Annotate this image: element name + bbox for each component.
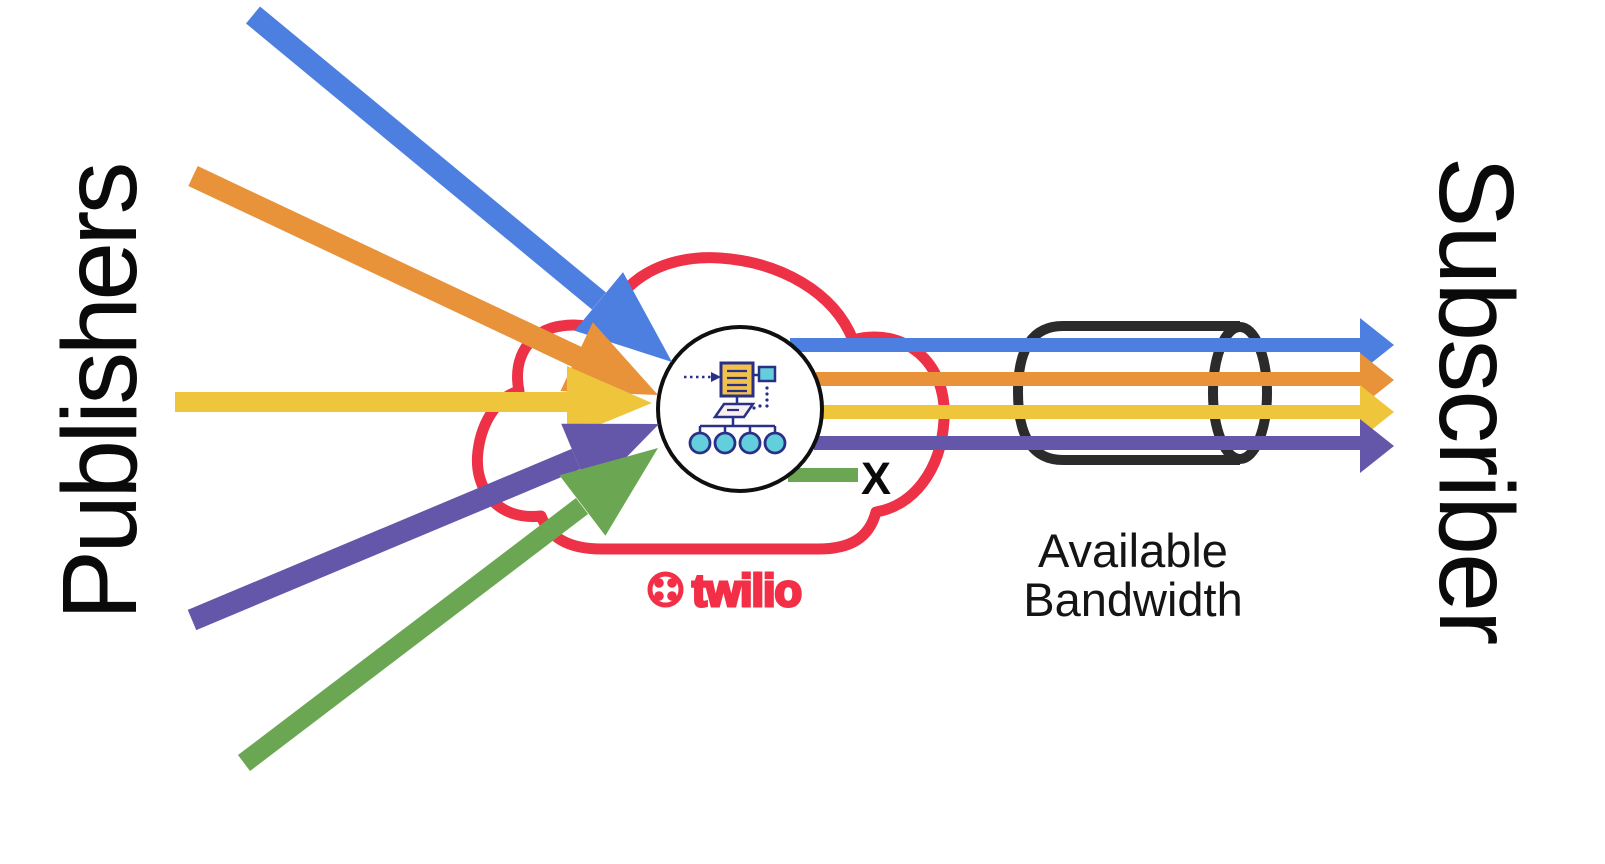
available-bandwidth-line2: Bandwidth	[1023, 573, 1243, 626]
publisher-arrow-orange-shaft	[188, 166, 582, 367]
publisher-arrow-blue	[245, 6, 672, 362]
sfu-icon-endpoint	[713, 431, 737, 455]
bandwidth-cylinder	[1012, 321, 1272, 465]
dropped-marker-x: X	[861, 453, 891, 504]
twilio-logo-dot	[654, 578, 664, 588]
publisher-arrows	[175, 6, 672, 771]
sfu-icon	[684, 361, 787, 455]
sfu-icon-input-arrowhead	[711, 372, 721, 382]
publisher-arrow-green-shaft	[237, 498, 589, 771]
twilio-logo-dot	[667, 591, 677, 601]
available-bandwidth-line1: Available	[1038, 524, 1228, 577]
publisher-arrow-blue-head	[574, 272, 672, 362]
twilio-logo-dot	[654, 591, 664, 601]
sfu-icon-endpoint	[688, 431, 712, 455]
stream-arrowhead-blue	[1360, 318, 1394, 372]
stream-arrowhead-yellow	[1360, 385, 1394, 439]
twilio-wordmark: twilio	[692, 565, 801, 616]
sfu-icon-endpoint	[738, 431, 762, 455]
publisher-arrow-blue-shaft	[245, 6, 607, 310]
sfu-icon-side-box	[757, 365, 777, 383]
publisher-arrow-yellow	[175, 366, 652, 438]
twilio-logo-mark	[647, 571, 684, 608]
cylinder-opening	[1208, 322, 1272, 464]
available-bandwidth-label: Available Bandwidth	[1023, 524, 1243, 626]
stream-arrowhead-purple	[1360, 419, 1394, 473]
sfu-icon-endpoint	[763, 431, 787, 455]
sfu-icon-dotted-connector	[752, 386, 769, 410]
publisher-arrow-purple-shaft	[187, 448, 581, 631]
subscriber-label: Subscriber	[1417, 157, 1535, 644]
publishers-label: Publishers	[41, 165, 159, 621]
publisher-arrow-yellow-head	[567, 366, 652, 438]
cylinder-body	[1012, 321, 1240, 465]
sfu-node	[656, 325, 824, 493]
subscriber-streams: X	[788, 318, 1394, 504]
twilio-logo: twilio	[647, 564, 803, 618]
twilio-logo-dot	[667, 578, 677, 588]
publisher-arrow-green-head	[559, 448, 658, 536]
